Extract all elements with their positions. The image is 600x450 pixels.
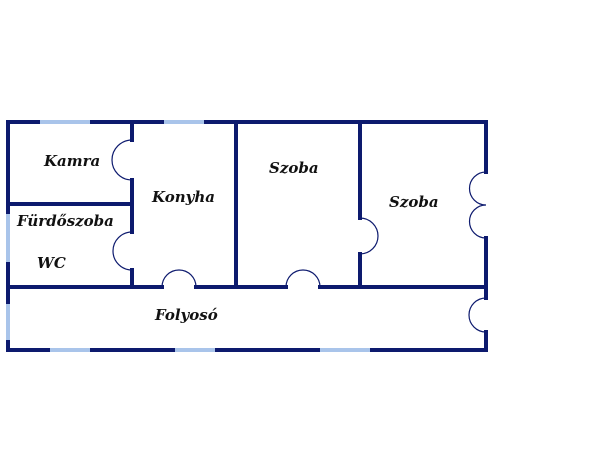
room-labels: Kamra Konyha Szoba Szoba Fürdőszoba WC F… <box>16 152 439 324</box>
interior-walls <box>6 120 488 289</box>
label-szoba-2: Szoba <box>389 193 439 211</box>
label-konyha: Konyha <box>151 188 215 206</box>
label-szoba-1: Szoba <box>269 159 319 177</box>
door-kamra <box>111 139 133 181</box>
door-szoba-2-exterior <box>468 171 487 239</box>
doors <box>111 139 487 333</box>
door-furdo-wc <box>112 231 133 271</box>
door-szoba-1 <box>285 269 321 288</box>
door-folyoso-exterior <box>468 297 487 333</box>
door-szoba-1-2 <box>359 217 379 255</box>
label-kamra: Kamra <box>43 152 100 170</box>
label-wc: WC <box>37 254 66 272</box>
label-furdoszoba: Fürdőszoba <box>16 212 114 230</box>
windows <box>6 120 370 352</box>
door-konyha <box>161 269 197 288</box>
label-folyoso: Folyosó <box>154 306 218 324</box>
